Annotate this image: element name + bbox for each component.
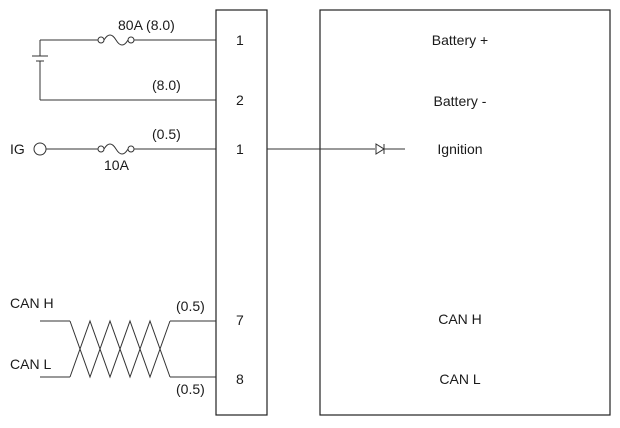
fuse-80a-label: 80A (8.0)	[118, 17, 175, 33]
pin-can-h: 7	[236, 312, 244, 328]
ignition-gauge: (0.5)	[152, 126, 181, 142]
can-l-left-label: CAN L	[10, 356, 51, 372]
battery-symbol	[32, 40, 216, 101]
connector-block	[215, 9, 268, 416]
pin-battery-negative: 2	[236, 92, 244, 108]
battery-positive-wire	[40, 34, 216, 46]
module-battery-negative-label: Battery -	[434, 93, 487, 109]
ignition-wire	[33, 142, 216, 156]
battery-negative-gauge: (8.0)	[152, 77, 181, 93]
module-can-h-label: CAN H	[438, 311, 482, 327]
can-twisted-pair	[40, 319, 216, 379]
ig-label: IG	[10, 141, 25, 157]
module-can-l-label: CAN L	[439, 371, 480, 387]
module-battery-positive-label: Battery +	[432, 32, 488, 48]
can-h-left-label: CAN H	[10, 295, 54, 311]
can-l-gauge: (0.5)	[176, 381, 205, 397]
module-ignition-label: Ignition	[437, 141, 482, 157]
fuse-10a-label: 10A	[104, 157, 130, 173]
can-h-gauge: (0.5)	[176, 298, 205, 314]
module-box	[319, 9, 611, 416]
ignition-diode	[267, 143, 405, 155]
pin-can-l: 8	[236, 371, 244, 387]
pin-battery-positive: 1	[236, 32, 244, 48]
pin-ignition: 1	[236, 141, 244, 157]
